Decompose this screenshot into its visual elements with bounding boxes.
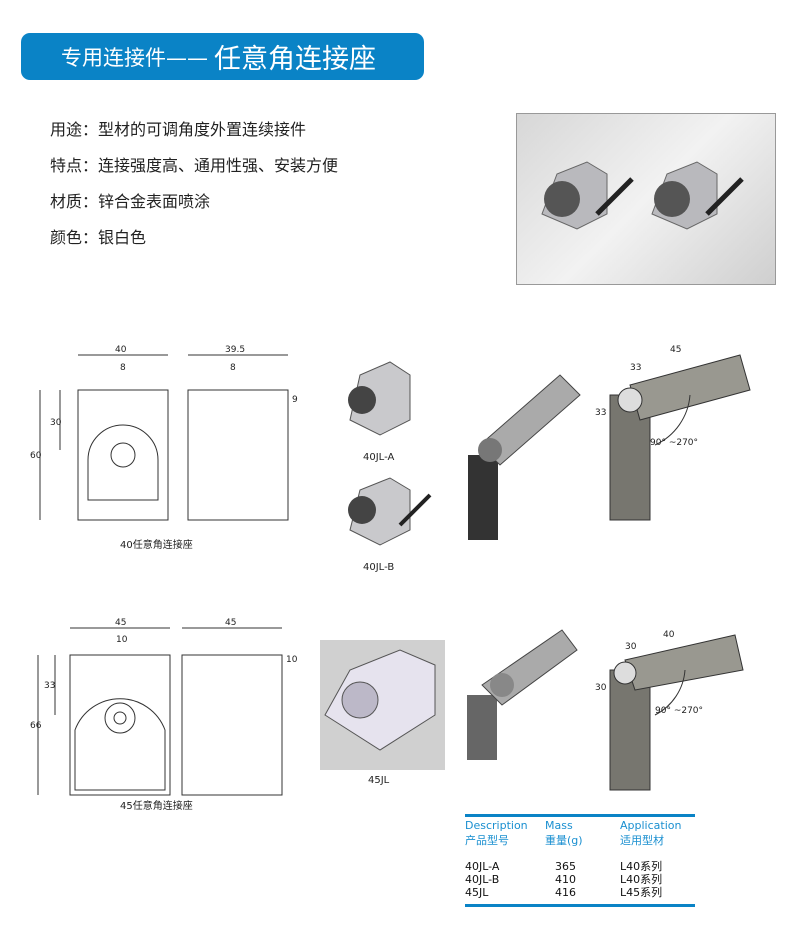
- header-mass: Mass: [545, 819, 573, 832]
- header-application: Application: [620, 819, 682, 832]
- header-mass-cn: 重量(g): [545, 834, 583, 847]
- dim45-45: 45: [115, 618, 126, 628]
- angle40-range: 90° ~270°: [650, 438, 698, 448]
- model-45jl-illustration: [324, 649, 436, 751]
- dim45-45b: 45: [225, 618, 236, 628]
- dim-9: 9: [292, 395, 298, 405]
- assembly-40-illustration: [468, 374, 581, 540]
- title-banner: 专用连接件—— 任意角连接座: [21, 33, 424, 80]
- dim-40: 40: [115, 345, 127, 355]
- dim-60: 60: [30, 451, 42, 461]
- cell-mass: 365: [555, 860, 576, 873]
- spec-table: Description Mass Application 产品型号 重量(g) …: [465, 814, 695, 907]
- table-header-cn: 产品型号 重量(g) 适用型材: [465, 832, 695, 848]
- dim45-10b: 10: [286, 655, 298, 665]
- dim-39-5: 39.5: [225, 345, 245, 355]
- spec-color: 颜色：银白色: [50, 228, 147, 247]
- header-description: Description: [465, 819, 528, 832]
- angle40-d1: 33: [630, 363, 641, 373]
- cell-mass: 416: [555, 886, 576, 899]
- dim-30: 30: [50, 418, 62, 428]
- dim45-10: 10: [116, 635, 128, 645]
- drawing-45-technical: 45 10 45 10 33 66: [30, 618, 298, 796]
- dim-8b: 8: [230, 363, 236, 373]
- angle40-d2: 45: [670, 345, 681, 355]
- angle45-d3: 30: [595, 683, 607, 693]
- product-photo: [516, 113, 776, 285]
- table-row: 40JL-A 365 L40系列: [465, 860, 695, 873]
- drawing-40-technical: 40 8 39.5 8 9 30 60: [30, 345, 298, 521]
- cell-mass: 410: [555, 873, 576, 886]
- angle-diagram-40: 33 45 33 90° ~270°: [595, 345, 751, 521]
- spec-features: 特点：连接强度高、通用性强、安装方便: [50, 156, 339, 175]
- cell-application: L40系列: [620, 860, 663, 873]
- dim-8: 8: [120, 363, 126, 373]
- table-bottom-rule: [465, 904, 695, 907]
- caption-45: 45任意角连接座: [120, 801, 193, 812]
- angle45-range: 90° ~270°: [655, 706, 703, 716]
- caption-40: 40任意角连接座: [120, 540, 193, 551]
- cell-application: L40系列: [620, 873, 663, 886]
- model-40jl-a: 40JL-A: [363, 452, 395, 463]
- angle45-d1: 30: [625, 642, 637, 652]
- cell-model: 40JL-A: [465, 860, 500, 873]
- cell-model: 40JL-B: [465, 873, 500, 886]
- banner-subtitle: 专用连接件——: [61, 45, 208, 70]
- assembly-45-illustration: [467, 629, 578, 760]
- model-40jl-b: 40JL-B: [363, 562, 395, 573]
- angle45-d2: 40: [663, 630, 675, 640]
- header-description-cn: 产品型号: [465, 834, 509, 847]
- spec-usage: 用途：型材的可调角度外置连续接件: [50, 120, 307, 139]
- cell-application: L45系列: [620, 886, 663, 899]
- cell-model: 45JL: [465, 886, 489, 899]
- angle-diagram-45: 30 40 30 90° ~270°: [595, 630, 744, 791]
- table-row: 45JL 416 L45系列: [465, 886, 695, 899]
- dim45-33: 33: [44, 681, 55, 691]
- angle40-d3: 33: [595, 408, 606, 418]
- banner-title: 任意角连接座: [214, 44, 376, 75]
- model-45jl-photo: [320, 640, 445, 770]
- model-40jl-illustrations: [348, 361, 432, 546]
- table-row: 40JL-B 410 L40系列: [465, 873, 695, 886]
- dim45-66: 66: [30, 721, 42, 731]
- connector-photo-illustration: [541, 161, 744, 230]
- model-45jl: 45JL: [368, 775, 390, 786]
- spec-material: 材质：锌合金表面喷涂: [50, 192, 211, 211]
- header-application-cn: 适用型材: [620, 834, 664, 847]
- table-header-en: Description Mass Application: [465, 819, 695, 832]
- table-top-rule: [465, 814, 695, 817]
